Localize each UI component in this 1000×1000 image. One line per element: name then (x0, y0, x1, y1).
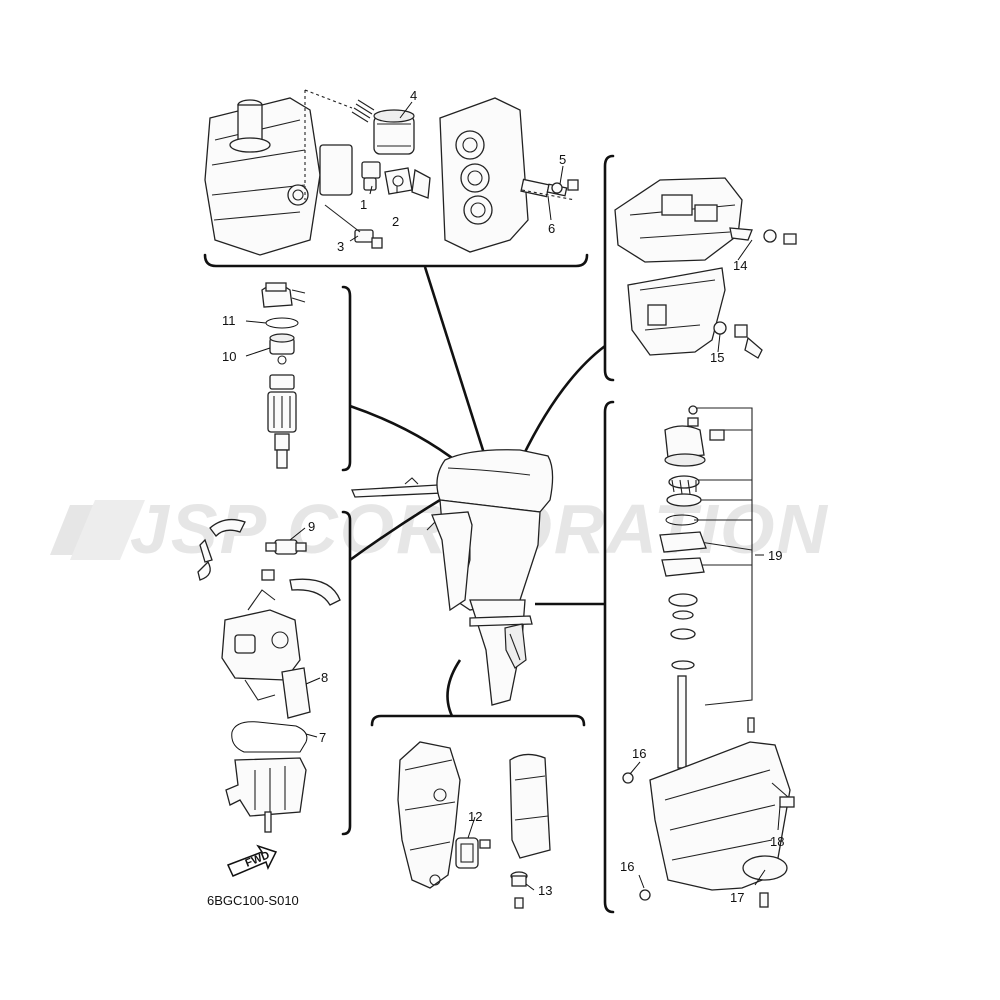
fwd-arrow-icon: FWD (226, 844, 278, 877)
diagram-code: 6BGC100-S010 (207, 893, 299, 908)
callout-19: 19 (768, 548, 782, 563)
frame-left-lower (341, 510, 352, 836)
callout-4: 4 (410, 88, 417, 103)
leader-right-upper (520, 344, 606, 459)
callout-5: 5 (559, 152, 566, 167)
powerhead-assembly (204, 89, 579, 256)
jsp-logo-mark (50, 500, 145, 560)
callout-1: 1 (360, 197, 367, 212)
callout-15: 15 (710, 350, 724, 365)
frame-right-lower (603, 400, 615, 914)
callout-13: 13 (538, 883, 552, 898)
frame-left-upper (341, 285, 352, 472)
leader-bottom (446, 659, 462, 717)
callout-lines (245, 101, 781, 891)
callout-16-lower: 16 (620, 859, 634, 874)
callout-7: 7 (319, 730, 326, 745)
oil-filter (373, 109, 415, 155)
fuel-filter-assembly (261, 282, 306, 469)
section-frames (203, 154, 615, 914)
bracket-assembly (397, 741, 551, 909)
outboard-motor (351, 449, 554, 706)
intake-assembly (197, 518, 341, 833)
callout-6: 6 (548, 221, 555, 236)
frame-top (203, 253, 589, 268)
callout-17: 17 (730, 890, 744, 905)
callout-9: 9 (308, 519, 315, 534)
lower-unit-assembly (622, 405, 795, 908)
frame-right-upper (603, 154, 615, 382)
callout-2: 2 (392, 214, 399, 229)
callout-numbers: 4 1 2 3 5 6 11 10 9 8 7 12 13 14 15 19 1… (222, 88, 784, 905)
callout-14: 14 (733, 258, 747, 273)
callout-11: 11 (222, 313, 236, 328)
bottom-cowling-assembly (614, 177, 797, 359)
callout-3: 3 (337, 239, 344, 254)
leader-top (423, 266, 490, 467)
callout-18: 18 (770, 834, 784, 849)
leaders (349, 266, 606, 717)
frame-bottom (370, 714, 586, 727)
callout-12: 12 (468, 809, 482, 824)
callout-16-upper: 16 (632, 746, 646, 761)
callout-10: 10 (222, 349, 236, 364)
callout-8: 8 (321, 670, 328, 685)
